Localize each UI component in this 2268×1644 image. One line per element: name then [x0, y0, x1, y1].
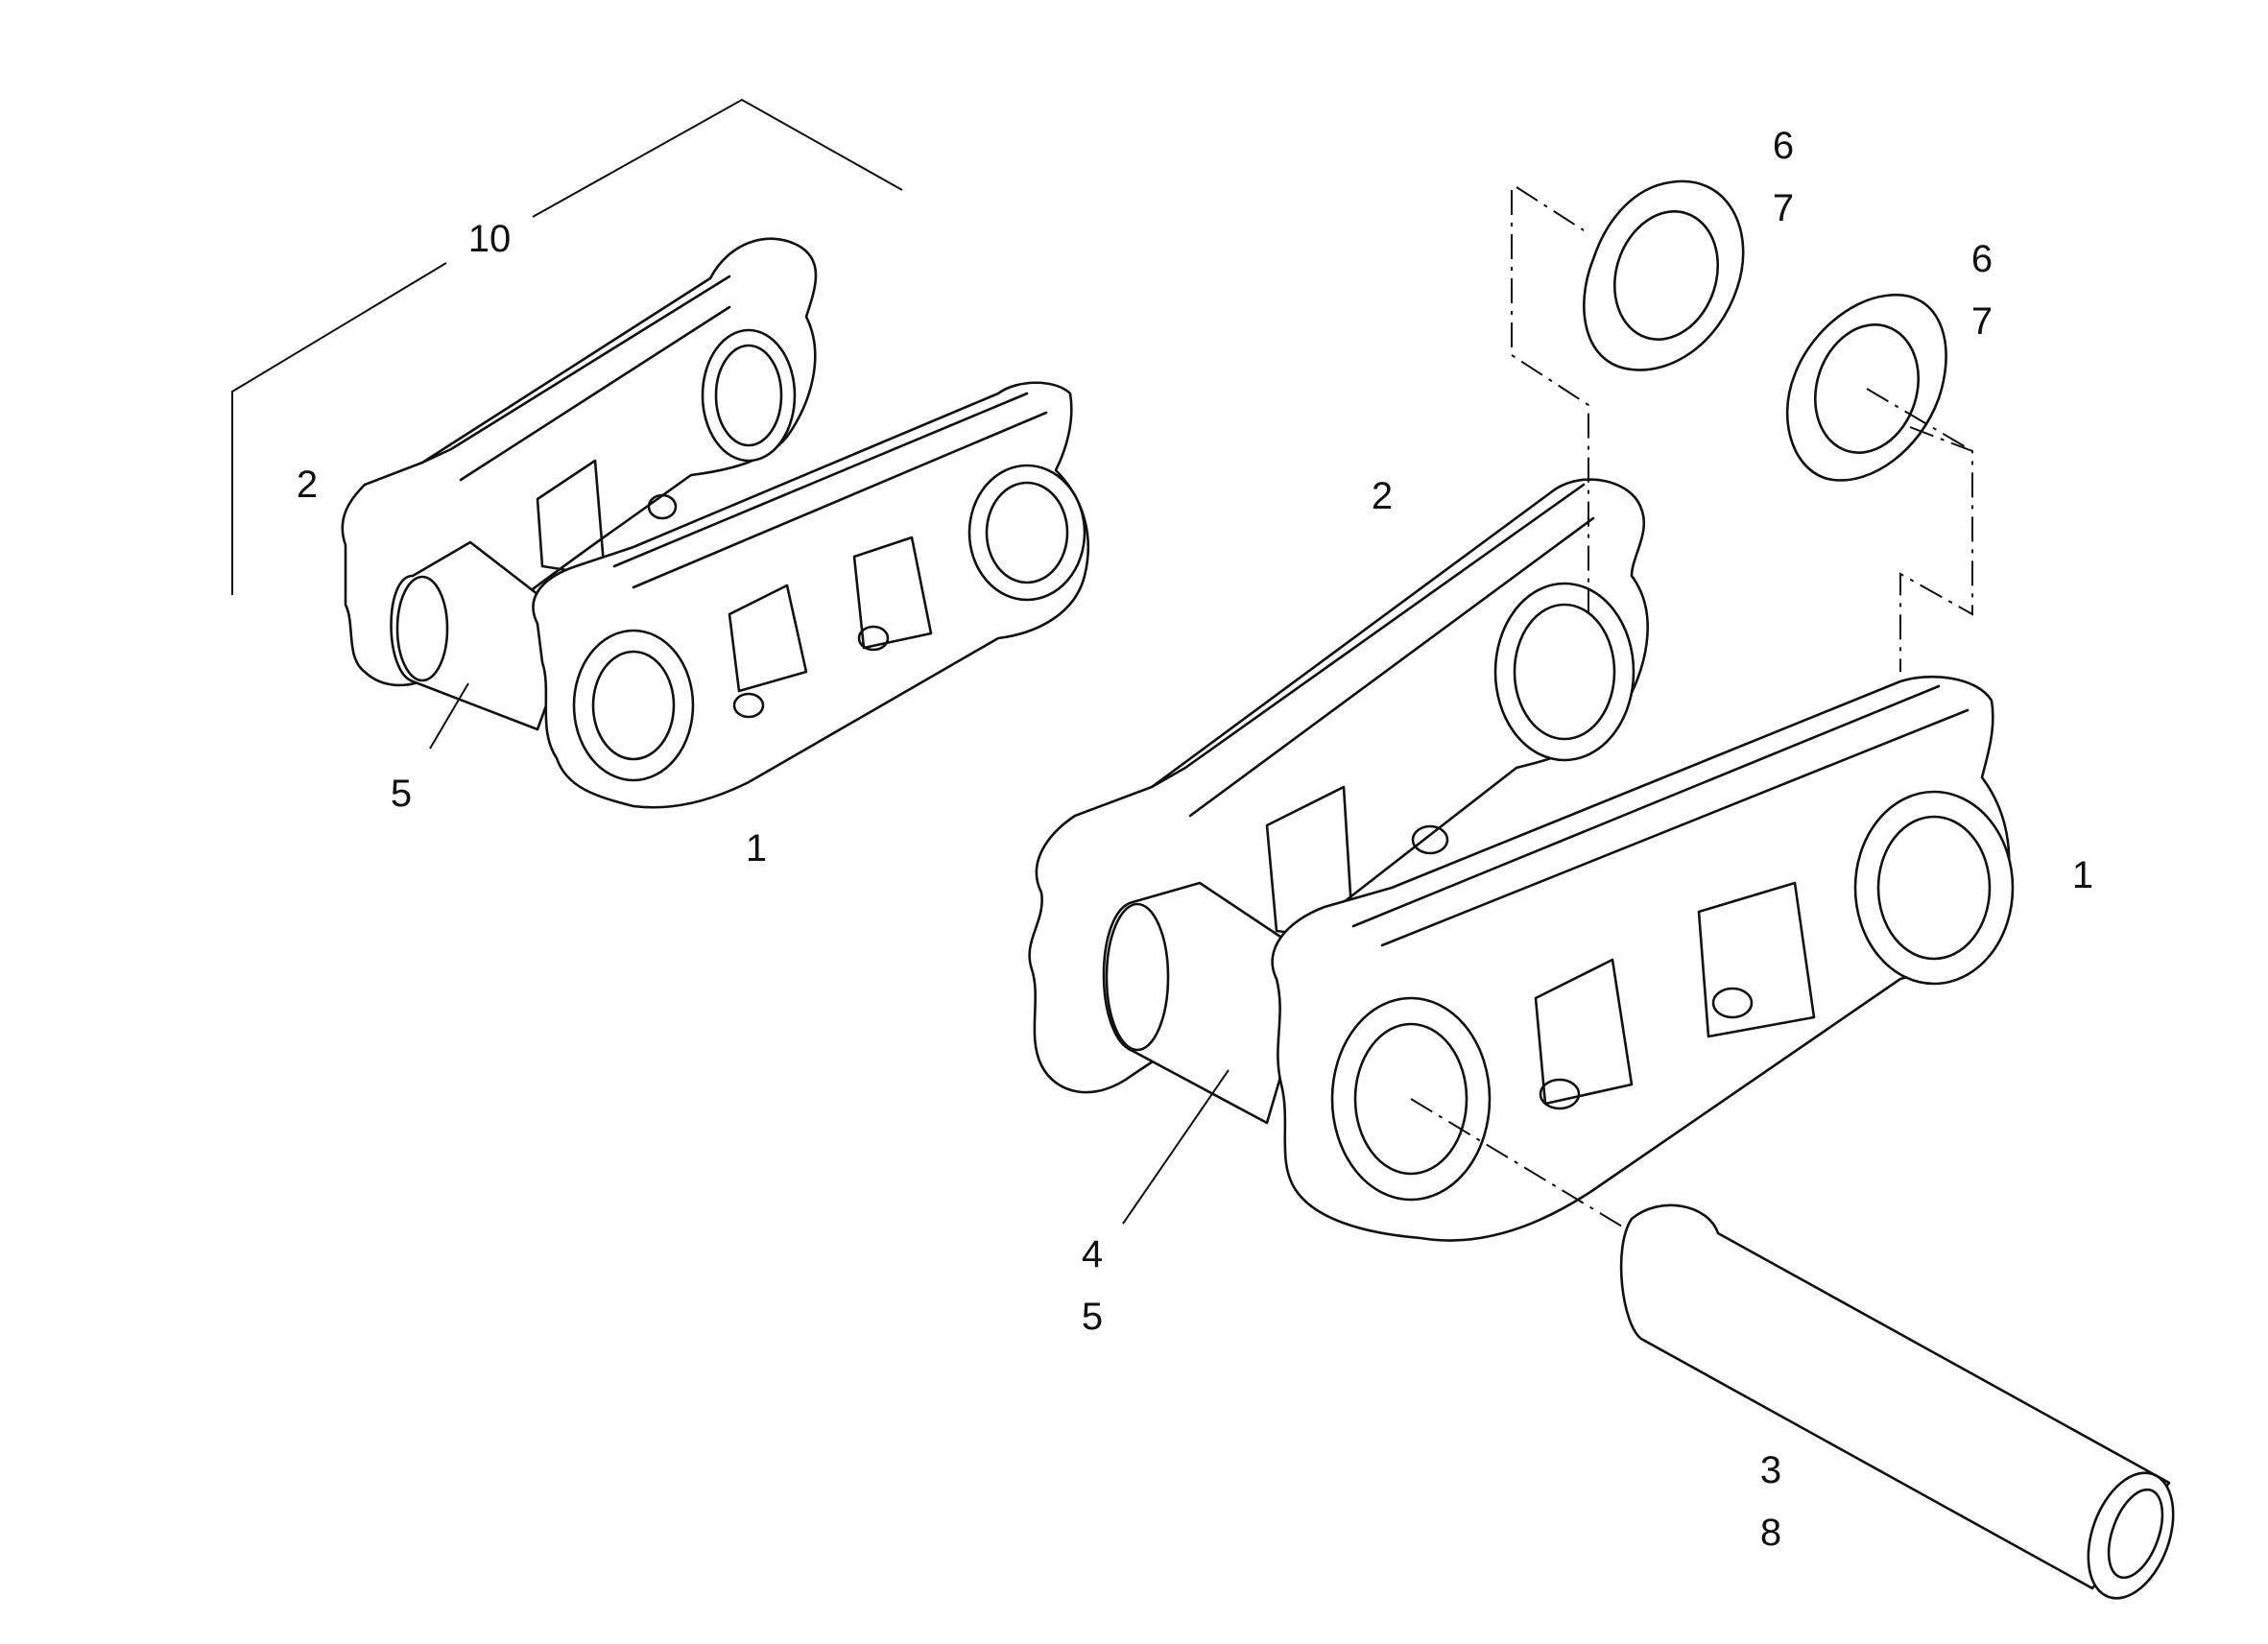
assembly-bracket: [231, 98, 903, 595]
left-front-link-bore: [572, 629, 695, 782]
label-left-link-inner: 1: [746, 827, 767, 870]
label-left-bushing: 5: [391, 773, 412, 815]
label-left-link-outer: 2: [297, 464, 318, 506]
seal-rings: [1583, 179, 1947, 482]
track-pin: [1619, 1203, 2175, 1600]
right-back-link-bore: [1493, 582, 1635, 762]
label-seal-b-1: 6: [1971, 238, 1993, 280]
pin-end: [2087, 1471, 2175, 1600]
left-track-link-assembly: [341, 237, 1090, 809]
label-right-bushing-a: 4: [1082, 1233, 1103, 1275]
label-right-link-outer: 2: [1372, 475, 1393, 517]
label-seal-b-2: 7: [1971, 300, 1993, 343]
right-track-link-assembly: [1028, 478, 2015, 1242]
left-back-link-bore: [701, 328, 797, 463]
callout-labels: 10 2 5 1 2 6 7 6 7 1 4 5 3 8: [297, 125, 2093, 1554]
label-assembly: 10: [468, 218, 512, 260]
label-seal-a-2: 7: [1773, 187, 1794, 229]
seal-ring-upper: [1583, 179, 1745, 371]
label-pin-2: 8: [1760, 1512, 1781, 1554]
label-pin-1: 3: [1760, 1449, 1781, 1491]
right-front-boss: [1853, 790, 2015, 986]
label-seal-a-1: 6: [1773, 125, 1794, 167]
label-right-bushing-b: 5: [1082, 1296, 1103, 1338]
assembly-centerlines: [1410, 186, 1973, 1239]
label-right-link-inner: 1: [2072, 854, 2093, 896]
right-bushing: [1102, 881, 1317, 1125]
